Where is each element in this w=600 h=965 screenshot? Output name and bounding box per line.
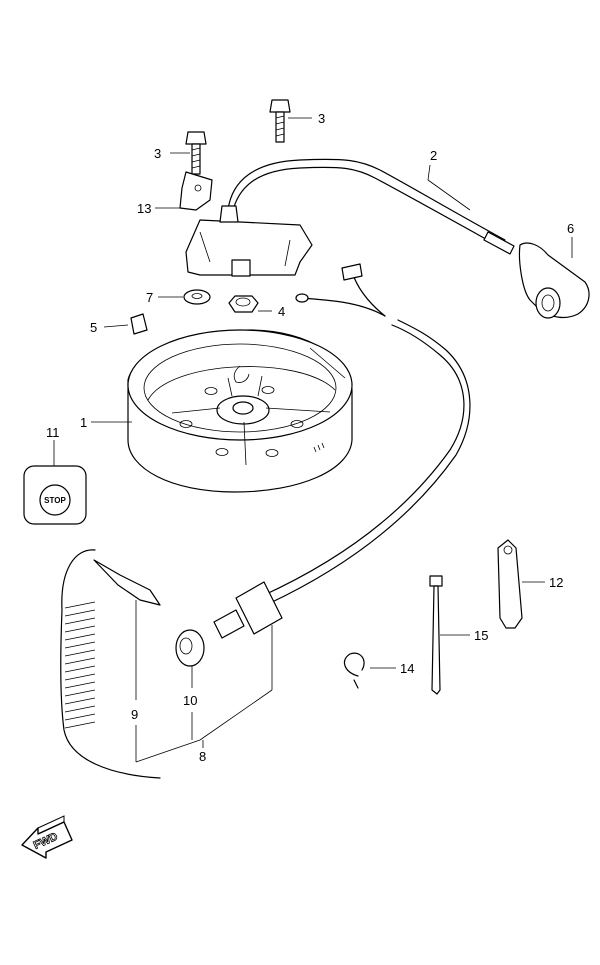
leader-lines bbox=[53, 117, 573, 763]
callout-5: 5 bbox=[90, 320, 97, 335]
nut-part bbox=[228, 295, 259, 313]
callout-13: 13 bbox=[137, 201, 151, 216]
callout-11: 11 bbox=[46, 425, 60, 440]
callout-9: 9 bbox=[131, 707, 138, 722]
callout-10: 10 bbox=[183, 693, 197, 708]
washer-part bbox=[183, 289, 211, 305]
callout-12: 12 bbox=[549, 575, 563, 590]
grommet-part bbox=[175, 629, 205, 667]
holder-part bbox=[497, 539, 523, 629]
callout-15: 15 bbox=[474, 628, 488, 643]
callout-labels: 1 2 3 3 4 5 6 7 8 9 10 11 12 13 14 15 bbox=[46, 111, 574, 764]
callout-2: 2 bbox=[430, 148, 437, 163]
callout-4: 4 bbox=[278, 304, 285, 319]
clip-ring-part bbox=[343, 652, 365, 689]
callout-3-lower: 3 bbox=[154, 146, 161, 161]
stop-switch-plate-part: STOP bbox=[23, 465, 87, 525]
callout-7: 7 bbox=[146, 290, 153, 305]
spark-plug-cap-part bbox=[518, 242, 590, 319]
callout-1: 1 bbox=[80, 415, 87, 430]
bolt-part-upper bbox=[269, 99, 291, 143]
bracket-part bbox=[179, 171, 213, 211]
key-part bbox=[130, 313, 148, 335]
fwd-arrow-icon: FWD bbox=[21, 815, 73, 859]
stop-lanyard-part bbox=[60, 549, 161, 779]
callout-3-upper: 3 bbox=[318, 111, 325, 126]
callout-6: 6 bbox=[567, 221, 574, 236]
ignition-coil-part bbox=[185, 158, 515, 277]
bolt-part-lower bbox=[185, 131, 207, 175]
stop-switch-body-part bbox=[213, 263, 471, 639]
flywheel-part bbox=[127, 329, 353, 493]
cable-tie-part bbox=[429, 575, 443, 695]
callout-8: 8 bbox=[199, 749, 206, 764]
stop-switch-label: STOP bbox=[44, 496, 66, 505]
callout-14: 14 bbox=[400, 661, 414, 676]
